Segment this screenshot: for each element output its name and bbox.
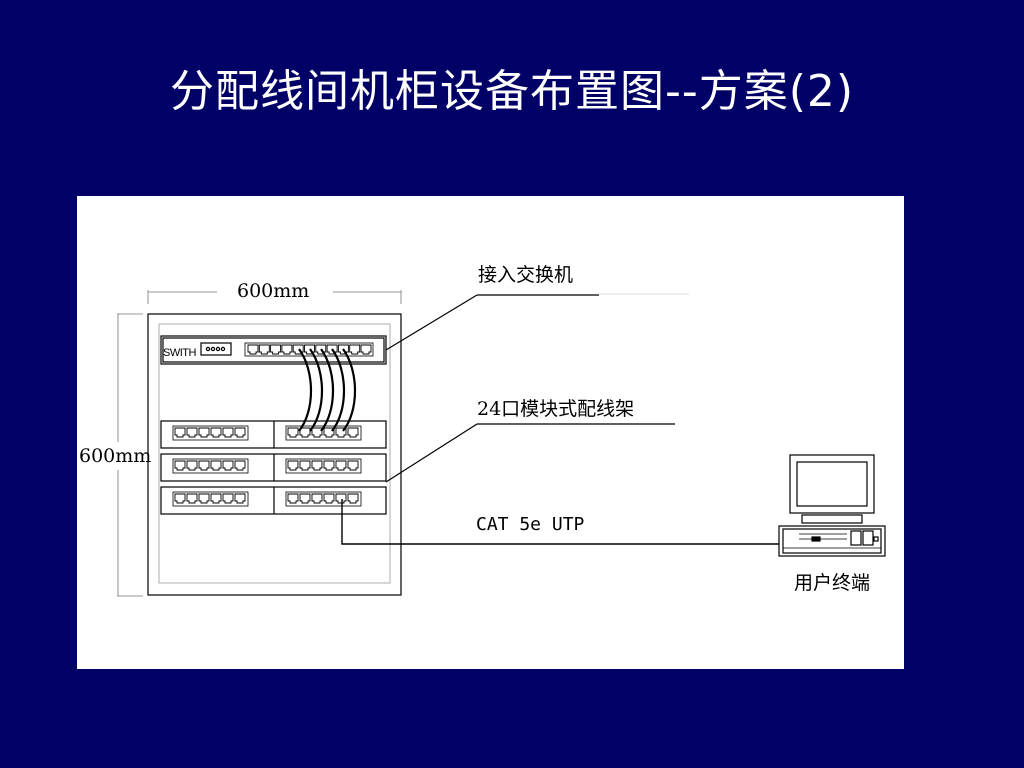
height-dimension-label: 600mm	[79, 445, 152, 467]
rj45-port	[198, 493, 210, 504]
rj45-port	[287, 460, 299, 471]
rj45-port	[222, 427, 234, 438]
rj45-port	[210, 427, 222, 438]
width-dimension	[147, 290, 402, 304]
patch-cords	[298, 348, 357, 432]
rj45-port	[234, 493, 246, 504]
rj45-port	[222, 493, 234, 504]
terminal-callout: 用户终端	[794, 572, 871, 594]
slide-title: 分配线间机柜设备布置图--方案(2)	[169, 66, 855, 117]
rj45-port	[174, 427, 186, 438]
patch-panel-3	[160, 486, 387, 515]
rj45-port	[311, 493, 323, 504]
cabinet-diagram	[117, 290, 886, 597]
patch-panel-1	[160, 420, 387, 449]
rj45-port	[323, 460, 335, 471]
rj45-port	[323, 427, 335, 438]
rj45-port	[323, 493, 335, 504]
rj45-port	[247, 344, 259, 355]
rj45-port	[258, 344, 270, 355]
rj45-port	[287, 427, 299, 438]
rj45-port	[210, 493, 222, 504]
switch-leader	[385, 294, 599, 351]
computer-icon	[778, 454, 886, 557]
rj45-port	[311, 427, 323, 438]
cabinet-inner	[158, 323, 391, 584]
rj45-port	[222, 460, 234, 471]
patch-panel-callout: 24口模块式配线架	[477, 398, 635, 420]
rj45-port	[186, 460, 198, 471]
utp-cable	[341, 499, 779, 545]
rj45-port	[347, 460, 359, 471]
rj45-port	[234, 460, 246, 471]
rj45-port	[347, 427, 359, 438]
rj45-port	[186, 493, 198, 504]
switch-callout: 接入交换机	[478, 264, 574, 286]
rj45-port	[335, 427, 347, 438]
rj45-port	[270, 344, 282, 355]
rj45-port	[234, 427, 246, 438]
rj45-port	[311, 460, 323, 471]
rj45-port	[360, 344, 372, 355]
height-dimension	[117, 313, 143, 597]
rj45-port	[174, 460, 186, 471]
patch-panel-leader	[385, 423, 675, 483]
rj45-port	[281, 344, 293, 355]
rj45-port	[186, 427, 198, 438]
rj45-port	[174, 493, 186, 504]
rj45-port	[299, 493, 311, 504]
cabinet-outline	[147, 313, 402, 596]
patch-panel-2	[160, 453, 387, 482]
diagram-panel: SWITH 600mm 600mm 接入交换机 24口模块式配线架 CAT 5e…	[77, 196, 904, 669]
rj45-port	[349, 344, 361, 355]
rj45-port	[335, 493, 347, 504]
cable-callout: CAT 5e UTP	[476, 514, 585, 535]
width-dimension-label: 600mm	[237, 280, 310, 302]
rj45-port	[198, 427, 210, 438]
rj45-port	[210, 460, 222, 471]
switch-label: SWITH	[163, 347, 196, 359]
rj45-port	[299, 460, 311, 471]
rj45-port	[287, 493, 299, 504]
rj45-port	[347, 493, 359, 504]
rj45-port	[198, 460, 210, 471]
rj45-port	[335, 460, 347, 471]
